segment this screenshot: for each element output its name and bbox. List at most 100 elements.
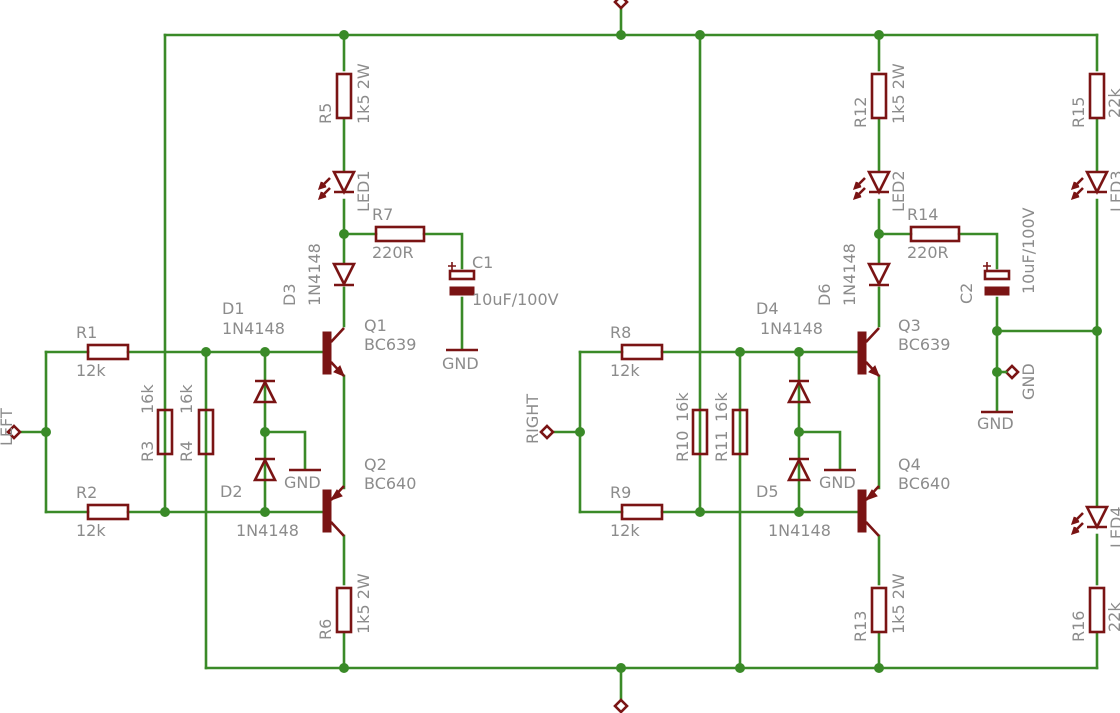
gnd-symbol-c2: GND [977, 410, 1014, 433]
q2-value: BC640 [364, 474, 416, 493]
d5-ref: D5 [756, 482, 779, 501]
q1-value: BC639 [364, 335, 416, 354]
port-right: RIGHT [523, 394, 555, 444]
q4-value: BC640 [898, 474, 950, 493]
led4-label: LED4 [1107, 506, 1120, 548]
d1-ref: D1 [222, 299, 245, 318]
diode-d4: D4 1N4148 [756, 299, 823, 404]
r11-value: 16k [712, 392, 731, 422]
gnd-label-c2: GND [977, 414, 1014, 433]
r15-ref: R15 [1069, 97, 1088, 128]
r6-ref: R6 [316, 619, 335, 640]
resistor-r4: R4 16k [177, 384, 215, 462]
transistor-q3: Q3 BC639 [857, 316, 950, 377]
resistor-r13: R13 1k5 2W [851, 573, 908, 642]
r16-ref: R16 [1069, 611, 1088, 642]
diode-d6: D6 1N4148 [815, 243, 892, 307]
wires [18, 6, 1099, 702]
r3-value: 16k [138, 384, 157, 414]
r8-value: 12k [610, 361, 640, 380]
c1-ref: C1 [472, 253, 493, 272]
transistor-q1: Q1 BC639 [322, 316, 416, 377]
gnd-label-c1: GND [442, 354, 479, 373]
supply-pin-top [613, 0, 629, 10]
r16-value: 22k [1105, 602, 1120, 632]
r2-value: 12k [76, 521, 106, 540]
r14-ref: R14 [907, 205, 938, 224]
gnd-pin-c2-label: GND [1019, 363, 1038, 400]
q4-ref: Q4 [898, 455, 921, 474]
r12-ref: R12 [851, 97, 870, 128]
transistor-q4: Q4 BC640 [857, 455, 950, 537]
resistor-r11: R11 16k [712, 392, 749, 462]
diode-d5: D5 1N4148 [756, 457, 831, 540]
c2-value: 10uF/100V [1019, 207, 1038, 294]
r9-value: 12k [610, 521, 640, 540]
gnd-symbol-c1: GND [442, 348, 479, 373]
d6-value: 1N4148 [840, 243, 859, 306]
d5-value: 1N4148 [768, 521, 831, 540]
r14-value: 220R [907, 243, 949, 262]
led-led3: LED3 [1070, 170, 1120, 212]
resistor-r16: R16 22k [1069, 586, 1120, 642]
resistor-r1: R1 12k [76, 323, 130, 380]
r4-ref: R4 [177, 441, 196, 462]
led-led1: LED1 [317, 170, 373, 212]
transistor-q2: Q2 BC640 [322, 455, 416, 537]
r13-ref: R13 [851, 611, 870, 642]
d4-value: 1N4148 [760, 319, 823, 338]
q3-ref: Q3 [898, 316, 921, 335]
resistor-r8: R8 12k [610, 323, 664, 380]
d3-value: 1N4148 [305, 243, 324, 306]
resistor-r7: R7 220R [372, 205, 426, 262]
diode-d3: D3 1N4148 [280, 243, 357, 306]
gnd-symbol-d2: GND [284, 468, 321, 492]
led-led4: LED4 [1070, 505, 1120, 548]
led2-label: LED2 [889, 170, 908, 212]
resistor-r5: R5 1k5 2W [316, 63, 373, 124]
r6-value: 1k5 2W [354, 573, 373, 634]
resistor-r14: R14 220R [907, 205, 961, 262]
resistor-r2: R2 12k [76, 483, 130, 540]
q1-ref: Q1 [364, 316, 387, 335]
port-right-label: RIGHT [523, 394, 542, 444]
r15-value: 22k [1105, 88, 1120, 118]
diode-d1: D1 1N4148 [222, 299, 285, 404]
port-left: LEFT [0, 408, 22, 446]
r9-ref: R9 [610, 483, 631, 502]
r12-value: 1k5 2W [889, 63, 908, 124]
r5-value: 1k5 2W [354, 63, 373, 124]
q3-value: BC639 [898, 335, 950, 354]
resistor-r9: R9 12k [610, 483, 664, 540]
d4-ref: D4 [756, 299, 779, 318]
r2-ref: R2 [76, 483, 97, 502]
r5-ref: R5 [316, 103, 335, 124]
r8-ref: R8 [610, 323, 631, 342]
gnd-symbol-d5: GND [819, 468, 856, 492]
r10-value: 16k [673, 392, 692, 422]
r10-ref: R10 [673, 431, 692, 462]
r13-value: 1k5 2W [889, 573, 908, 634]
c2-ref: C2 [957, 283, 976, 304]
c1-value: 10uF/100V [472, 290, 559, 309]
led-led2: LED2 [852, 170, 908, 212]
resistor-r12: R12 1k5 2W [851, 63, 908, 128]
supply-pin-bottom [613, 698, 629, 713]
capacitor-c2: C2 10uF/100V [957, 207, 1038, 304]
r11-ref: R11 [712, 431, 731, 462]
led3-label: LED3 [1107, 170, 1120, 212]
q2-ref: Q2 [364, 455, 387, 474]
d2-value: 1N4148 [236, 521, 299, 540]
r1-ref: R1 [76, 323, 97, 342]
r7-ref: R7 [372, 205, 393, 224]
port-left-label: LEFT [0, 408, 16, 446]
gnd-pin-c2: GND [995, 363, 1038, 400]
d2-ref: D2 [220, 482, 243, 501]
d1-value: 1N4148 [222, 319, 285, 338]
d6-ref: D6 [815, 284, 834, 307]
led1-label: LED1 [354, 170, 373, 212]
resistor-r6: R6 1k5 2W [316, 573, 373, 640]
junctions [41, 30, 1102, 673]
diode-d2: D2 1N4148 [220, 457, 299, 540]
